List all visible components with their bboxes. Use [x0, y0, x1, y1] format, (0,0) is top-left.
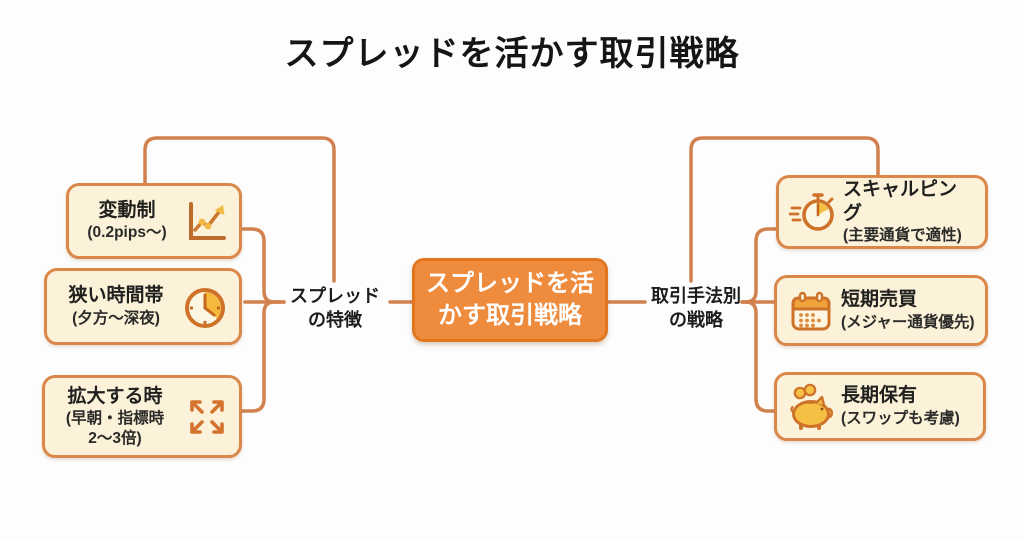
- clock-icon: [181, 283, 229, 331]
- node-spread-widening: 拡大する時 (早朝・指標時 2〜3倍): [42, 375, 242, 458]
- node-narrow-timeframe: 狭い時間帯 (夕方〜深夜): [44, 268, 242, 345]
- node-title: 長期保有: [841, 385, 918, 407]
- central-topic-node: スプレッドを活 かす取引戦略: [412, 258, 608, 342]
- node-scalping: スキャルピング (主要通貨で適性): [776, 175, 988, 249]
- right-branch-label-line1: 取引手法別: [651, 286, 741, 306]
- node-variable-spread: 変動制 (0.2pips〜): [66, 183, 242, 259]
- node-subtitle: (早朝・指標時: [65, 409, 165, 427]
- piggy-bank-icon: [787, 383, 835, 431]
- expand-arrows-icon: [183, 393, 231, 441]
- trend-chart-icon: [181, 197, 229, 245]
- central-topic-line2: かす取引戦略: [438, 302, 582, 329]
- node-title: 変動制: [98, 199, 156, 221]
- left-branch-label: スプレッド の特徴: [270, 284, 400, 333]
- left-branch-label-line1: スプレッド: [290, 286, 380, 306]
- node-title: 短期売買: [841, 289, 918, 311]
- node-long-term-holding: 長期保有 (スワップも考慮): [774, 372, 986, 441]
- node-subtitle-2: 2〜3倍): [88, 429, 142, 447]
- node-subtitle: (スワップも考慮): [841, 409, 960, 427]
- left-branch-label-line2: の特徴: [308, 310, 362, 331]
- stopwatch-icon: [789, 188, 837, 236]
- node-subtitle: (夕方〜深夜): [72, 309, 160, 327]
- right-branch-label: 取引手法別 の戦略: [631, 284, 761, 333]
- node-title: 狭い時間帯: [68, 285, 164, 307]
- calendar-icon: [787, 287, 835, 335]
- page-title: スプレッドを活かす取引戦略: [284, 35, 740, 73]
- central-topic-line1: スプレッドを活: [426, 270, 594, 298]
- node-subtitle: (主要通貨で適性): [843, 227, 962, 245]
- node-short-term-trading: 短期売買 (メジャー通貨優先): [774, 275, 988, 346]
- node-title: スキャルピング: [843, 178, 958, 225]
- node-subtitle: (0.2pips〜): [87, 224, 167, 242]
- node-title: 拡大する時: [67, 385, 163, 407]
- node-subtitle: (メジャー通貨優先): [841, 313, 975, 331]
- right-branch-label-line2: の戦略: [669, 310, 723, 331]
